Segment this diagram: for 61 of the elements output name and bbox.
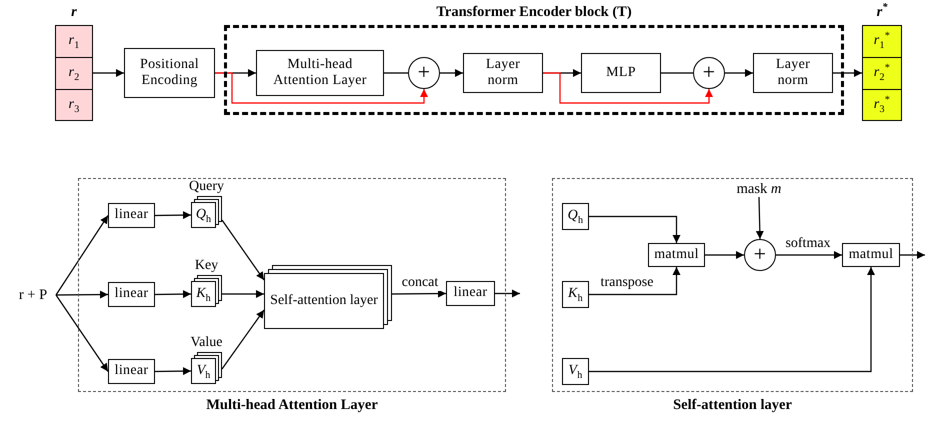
process-box: V$_{h}$	[562, 358, 589, 385]
arrow	[725, 69, 753, 77]
process-box: linear	[108, 282, 155, 307]
arrow	[705, 251, 744, 259]
arrow	[155, 290, 191, 298]
connector-line	[384, 72, 408, 74]
arrow	[589, 216, 680, 243]
stacked-box: V$_{h}$	[191, 352, 222, 384]
input-label: mask m	[726, 180, 792, 197]
arrow	[589, 267, 875, 372]
arrow	[833, 69, 862, 77]
arrow	[56, 215, 108, 296]
vector-cell: r$_{2}$	[55, 57, 93, 90]
edge-label: concat	[400, 275, 440, 291]
arrow	[56, 294, 108, 372]
sum-circle: +	[744, 239, 776, 271]
arrow	[222, 220, 264, 280]
vector-cell: r$_{1}$	[55, 25, 93, 58]
block-title: Self-attention layer	[673, 396, 792, 414]
process-box: matmul	[842, 243, 900, 267]
arrow	[155, 211, 191, 220]
heading: r$^{*}$	[876, 3, 888, 21]
stacked-box: Q$_{h}$	[191, 196, 222, 228]
process-box: Layer norm	[753, 53, 833, 93]
heading: Query	[189, 178, 224, 196]
process-box: Q$_{h}$	[562, 203, 589, 230]
process-box: Layer norm	[463, 53, 543, 93]
arrow	[495, 290, 520, 298]
input-label: r + P	[10, 286, 56, 304]
arrow	[440, 69, 463, 77]
arrow	[392, 290, 446, 298]
arrow	[56, 290, 108, 299]
connector-line	[661, 72, 693, 74]
process-box: linear	[108, 203, 155, 228]
sum-circle: +	[693, 57, 725, 89]
process-box: MLP	[581, 53, 661, 93]
process-box: Positional Encoding	[124, 48, 215, 98]
arrow	[543, 72, 713, 104]
arrow	[222, 310, 264, 370]
arrow	[215, 72, 428, 104]
process-box: K$_{h}$	[562, 281, 589, 308]
stacked-box: K$_{h}$	[191, 275, 222, 307]
block-title: Multi-head Attention Layer	[206, 396, 378, 414]
arrow	[900, 251, 925, 259]
heading: Key	[194, 257, 218, 275]
edge-label: transpose	[598, 275, 656, 291]
process-box: linear	[108, 359, 155, 384]
heading: r	[71, 3, 77, 21]
heading: Value	[190, 334, 222, 352]
process-box: matmul	[648, 243, 705, 267]
process-box: Multi-head Attention Layer	[256, 50, 384, 96]
process-box: linear	[446, 281, 495, 306]
arrow	[756, 196, 764, 240]
block-title: Transformer Encoder block (T)	[436, 3, 632, 21]
arrow	[776, 251, 842, 259]
arrow	[93, 69, 124, 77]
vector-cell: r$_{3}$	[55, 89, 93, 121]
arrow	[589, 267, 680, 296]
sum-circle: +	[408, 57, 440, 89]
arrow	[222, 290, 264, 298]
arrow	[155, 367, 191, 376]
